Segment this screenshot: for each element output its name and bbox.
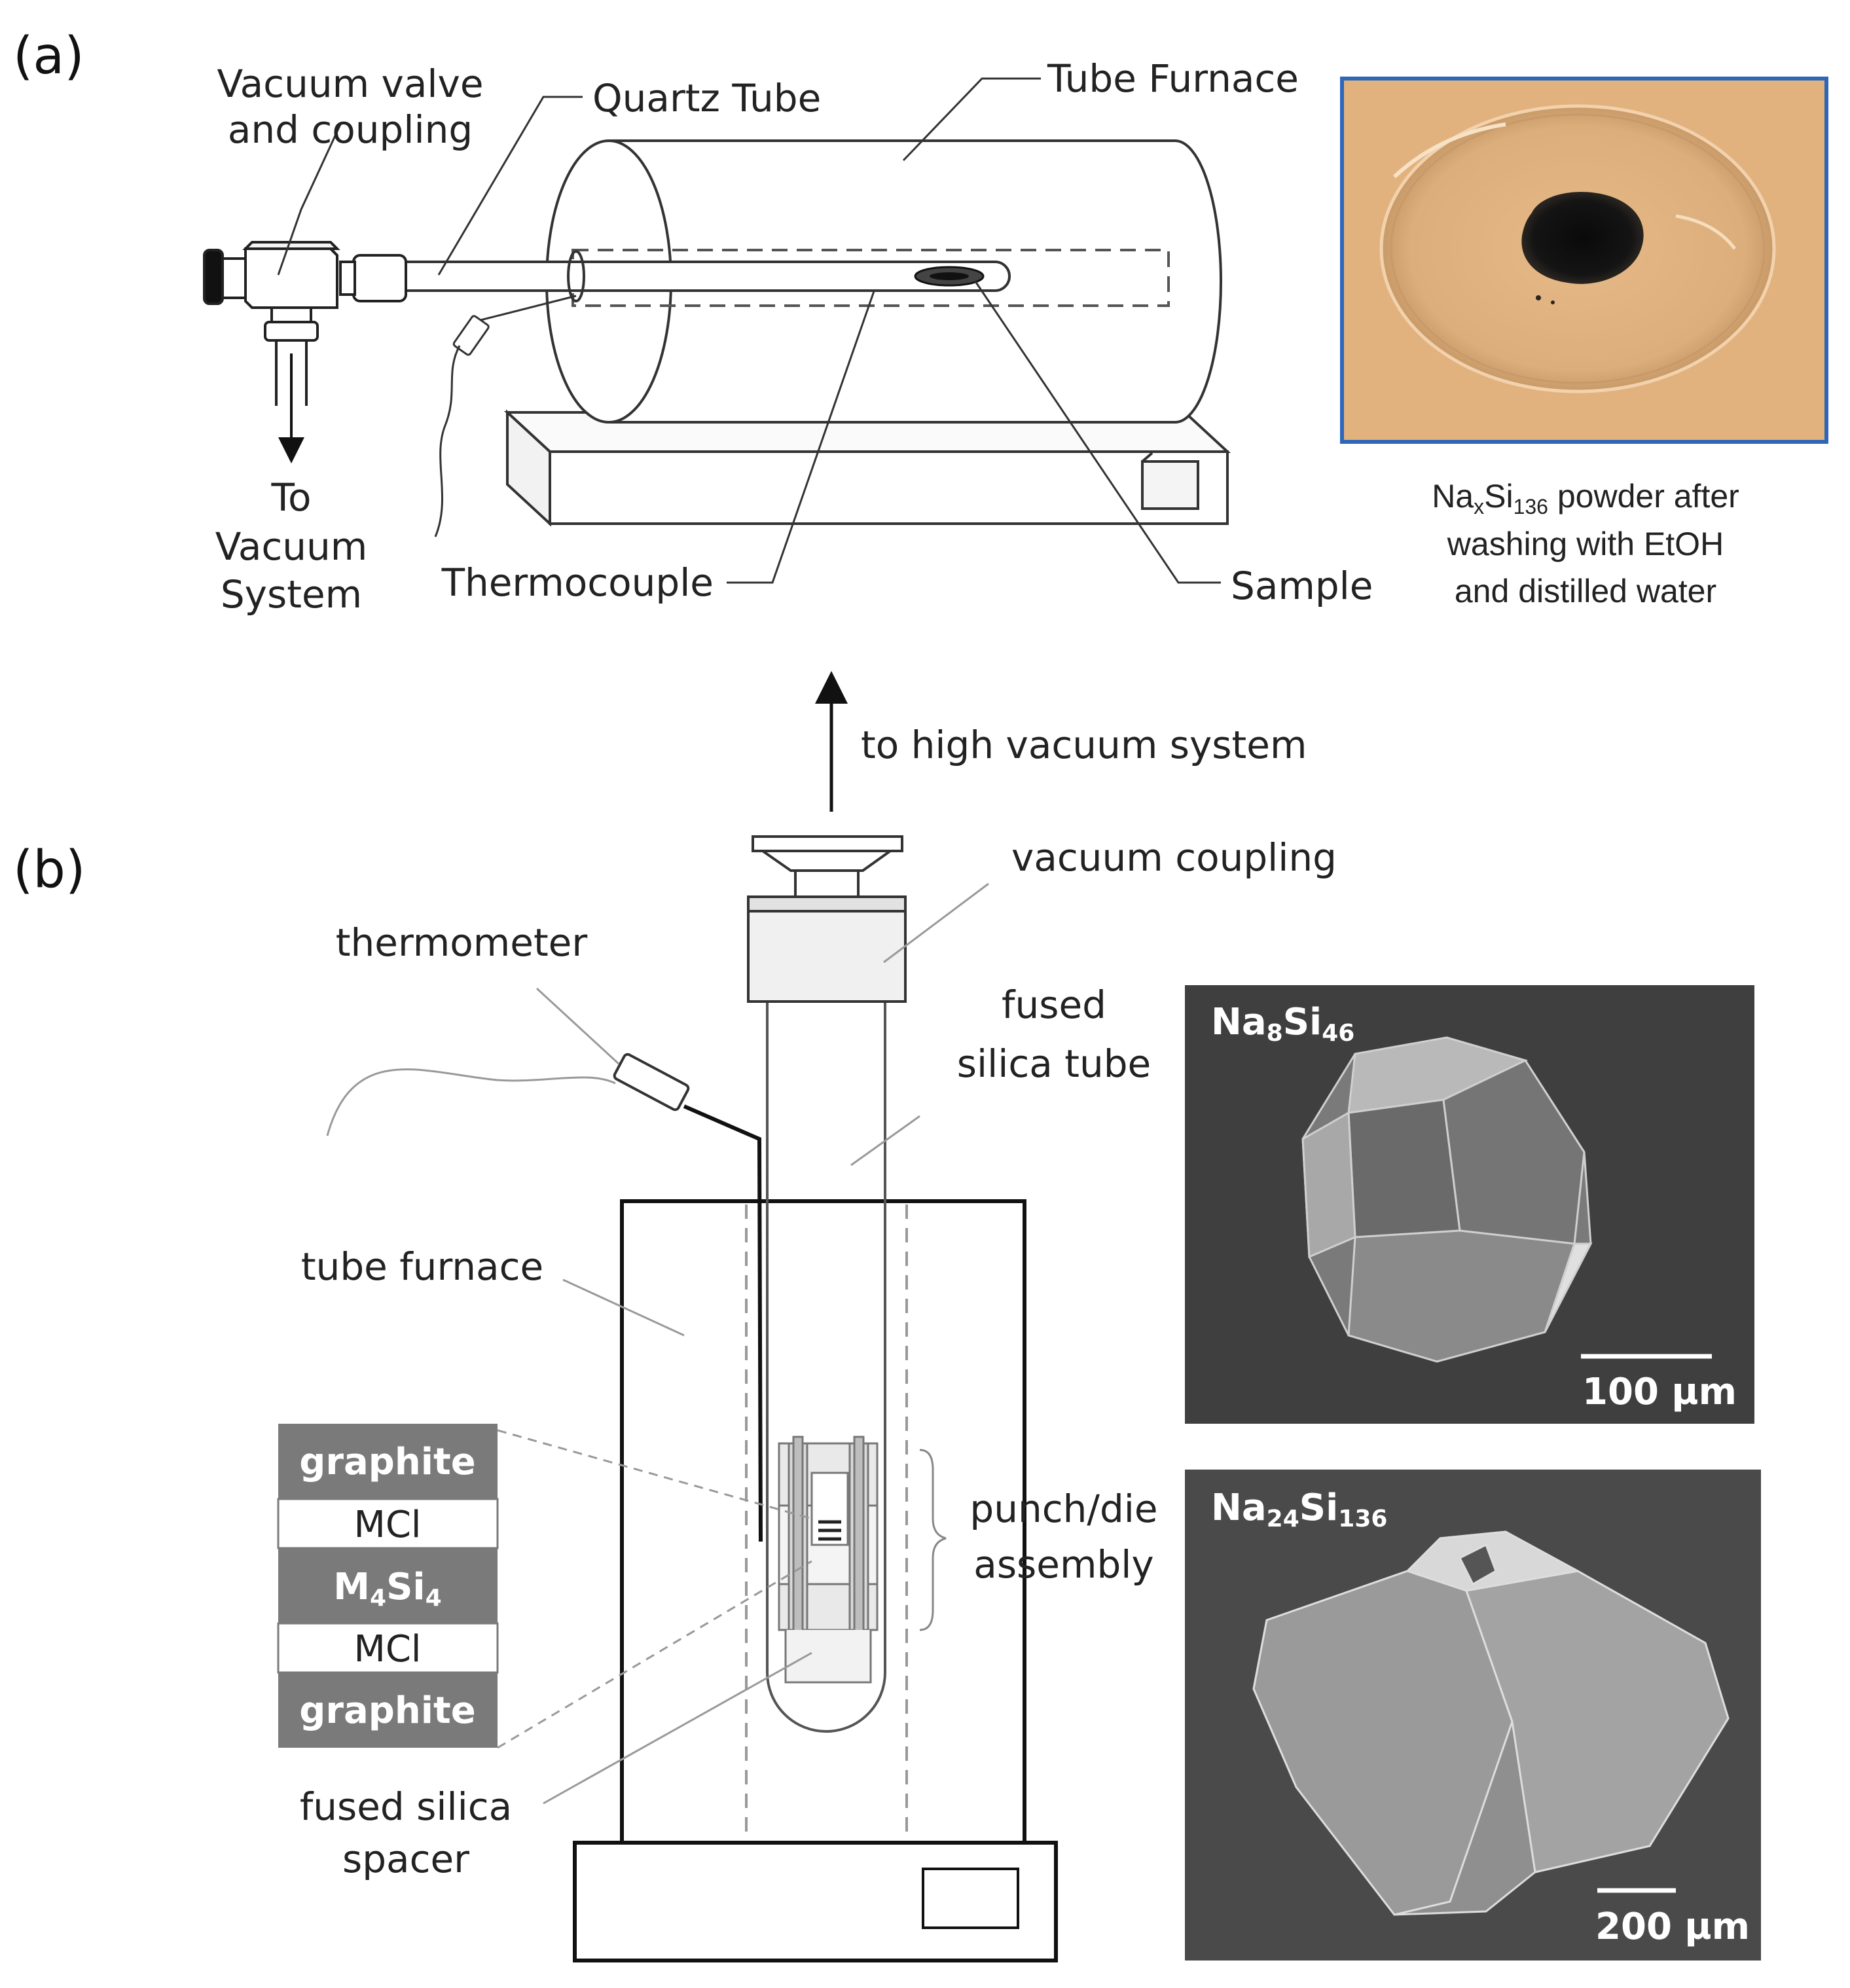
furnace-bore-dashes bbox=[745, 1204, 908, 1839]
panel-b-label: (b) bbox=[13, 840, 85, 899]
vacuum-valve bbox=[203, 241, 407, 406]
stack-label-mcl-top: MCl bbox=[354, 1504, 422, 1546]
quartz-tube-label: Quartz Tube bbox=[592, 76, 821, 120]
punch-die-label-1: punch/die bbox=[970, 1487, 1157, 1531]
leader-lines-a bbox=[277, 77, 1221, 584]
layer-stack-legend: graphite MCl M4Si4 MCl graphite bbox=[277, 1424, 499, 1748]
high-vacuum-label: to high vacuum system bbox=[861, 723, 1307, 767]
crystal-twinned bbox=[1252, 1530, 1730, 1916]
stack-label-graphite-top: graphite bbox=[299, 1441, 475, 1483]
to-vacuum-label-1: To bbox=[270, 475, 311, 520]
sem-bottom-formula: Na24Si136 bbox=[1211, 1487, 1387, 1532]
sample-label: Sample bbox=[1231, 564, 1373, 608]
leader-lines-b bbox=[497, 882, 989, 1805]
thermocouple bbox=[434, 295, 577, 537]
stack-graphite-bottom bbox=[278, 1672, 498, 1748]
silica-spacer bbox=[784, 1630, 872, 1684]
stack-label-mcl-bottom: MCl bbox=[354, 1628, 422, 1671]
panel-a-label: (a) bbox=[13, 27, 84, 86]
panel-a: (a) bbox=[13, 27, 1828, 617]
stack-mcl-top bbox=[277, 1498, 499, 1549]
vacuum-valve-label-1: Vacuum valve bbox=[217, 62, 483, 106]
crystal-octahedron bbox=[1301, 1036, 1593, 1363]
valve-knob bbox=[203, 249, 224, 305]
sem-bottom-scale-label: 200 µm bbox=[1595, 1906, 1750, 1948]
panel-b: (b) to high vacuum system bbox=[13, 671, 1761, 1962]
control-box bbox=[1141, 460, 1199, 510]
quartz-tube bbox=[405, 250, 1011, 302]
sem-top-scale-label: 100 µm bbox=[1582, 1371, 1737, 1413]
tube-furnace-label: Tube Furnace bbox=[1047, 56, 1299, 101]
punch-die-assembly bbox=[778, 1436, 879, 1684]
vertical-tube-furnace bbox=[573, 1199, 1058, 1962]
thermometer-label: thermometer bbox=[336, 920, 588, 965]
stack-label-graphite-bottom: graphite bbox=[299, 1690, 475, 1732]
furnace-base bbox=[503, 409, 1231, 527]
photo-caption-line-2: washing with EtOH bbox=[1447, 526, 1724, 562]
furnace-controller bbox=[922, 1868, 1019, 1929]
thermocouple-label: Thermocouple bbox=[441, 560, 714, 605]
punch-die-bracket bbox=[919, 1449, 947, 1631]
stack-m4si4 bbox=[278, 1548, 498, 1623]
to-vacuum-label-3: System bbox=[221, 572, 362, 617]
photo-caption-line-3: and distilled water bbox=[1455, 573, 1716, 609]
powder-pile bbox=[1521, 192, 1644, 284]
fused-tube-label-2: silica tube bbox=[957, 1041, 1151, 1086]
fused-tube-label-1: fused bbox=[1002, 983, 1106, 1027]
fused-silica-tube bbox=[766, 1002, 886, 1733]
spacer-label-2: spacer bbox=[342, 1837, 469, 1881]
vacuum-coupling-label: vacuum coupling bbox=[1011, 835, 1337, 880]
photo-caption-line-1: NaxSi136 powder after bbox=[1432, 478, 1739, 518]
powder-photograph bbox=[1340, 77, 1828, 444]
tube-furnace-b-label: tube furnace bbox=[301, 1244, 543, 1289]
spacer-label-1: fused silica bbox=[300, 1784, 512, 1829]
vacuum-valve-label-2: and coupling bbox=[228, 107, 473, 152]
vacuum-coupling bbox=[747, 835, 907, 1003]
sem-image-na24si136: Na24Si136 200 µm bbox=[1185, 1470, 1761, 1961]
stack-graphite-top bbox=[278, 1424, 498, 1499]
sem-image-na8si46: Na8Si46 100 µm bbox=[1185, 985, 1754, 1424]
stack-label-m4si4: M4Si4 bbox=[333, 1566, 441, 1612]
sem-top-formula: Na8Si46 bbox=[1211, 1001, 1354, 1047]
to-vacuum-label-2: Vacuum bbox=[215, 524, 368, 569]
punch-die-label-2: assembly bbox=[973, 1542, 1153, 1587]
thermometer bbox=[326, 1053, 763, 1542]
sample-stack-mini bbox=[818, 1520, 841, 1541]
